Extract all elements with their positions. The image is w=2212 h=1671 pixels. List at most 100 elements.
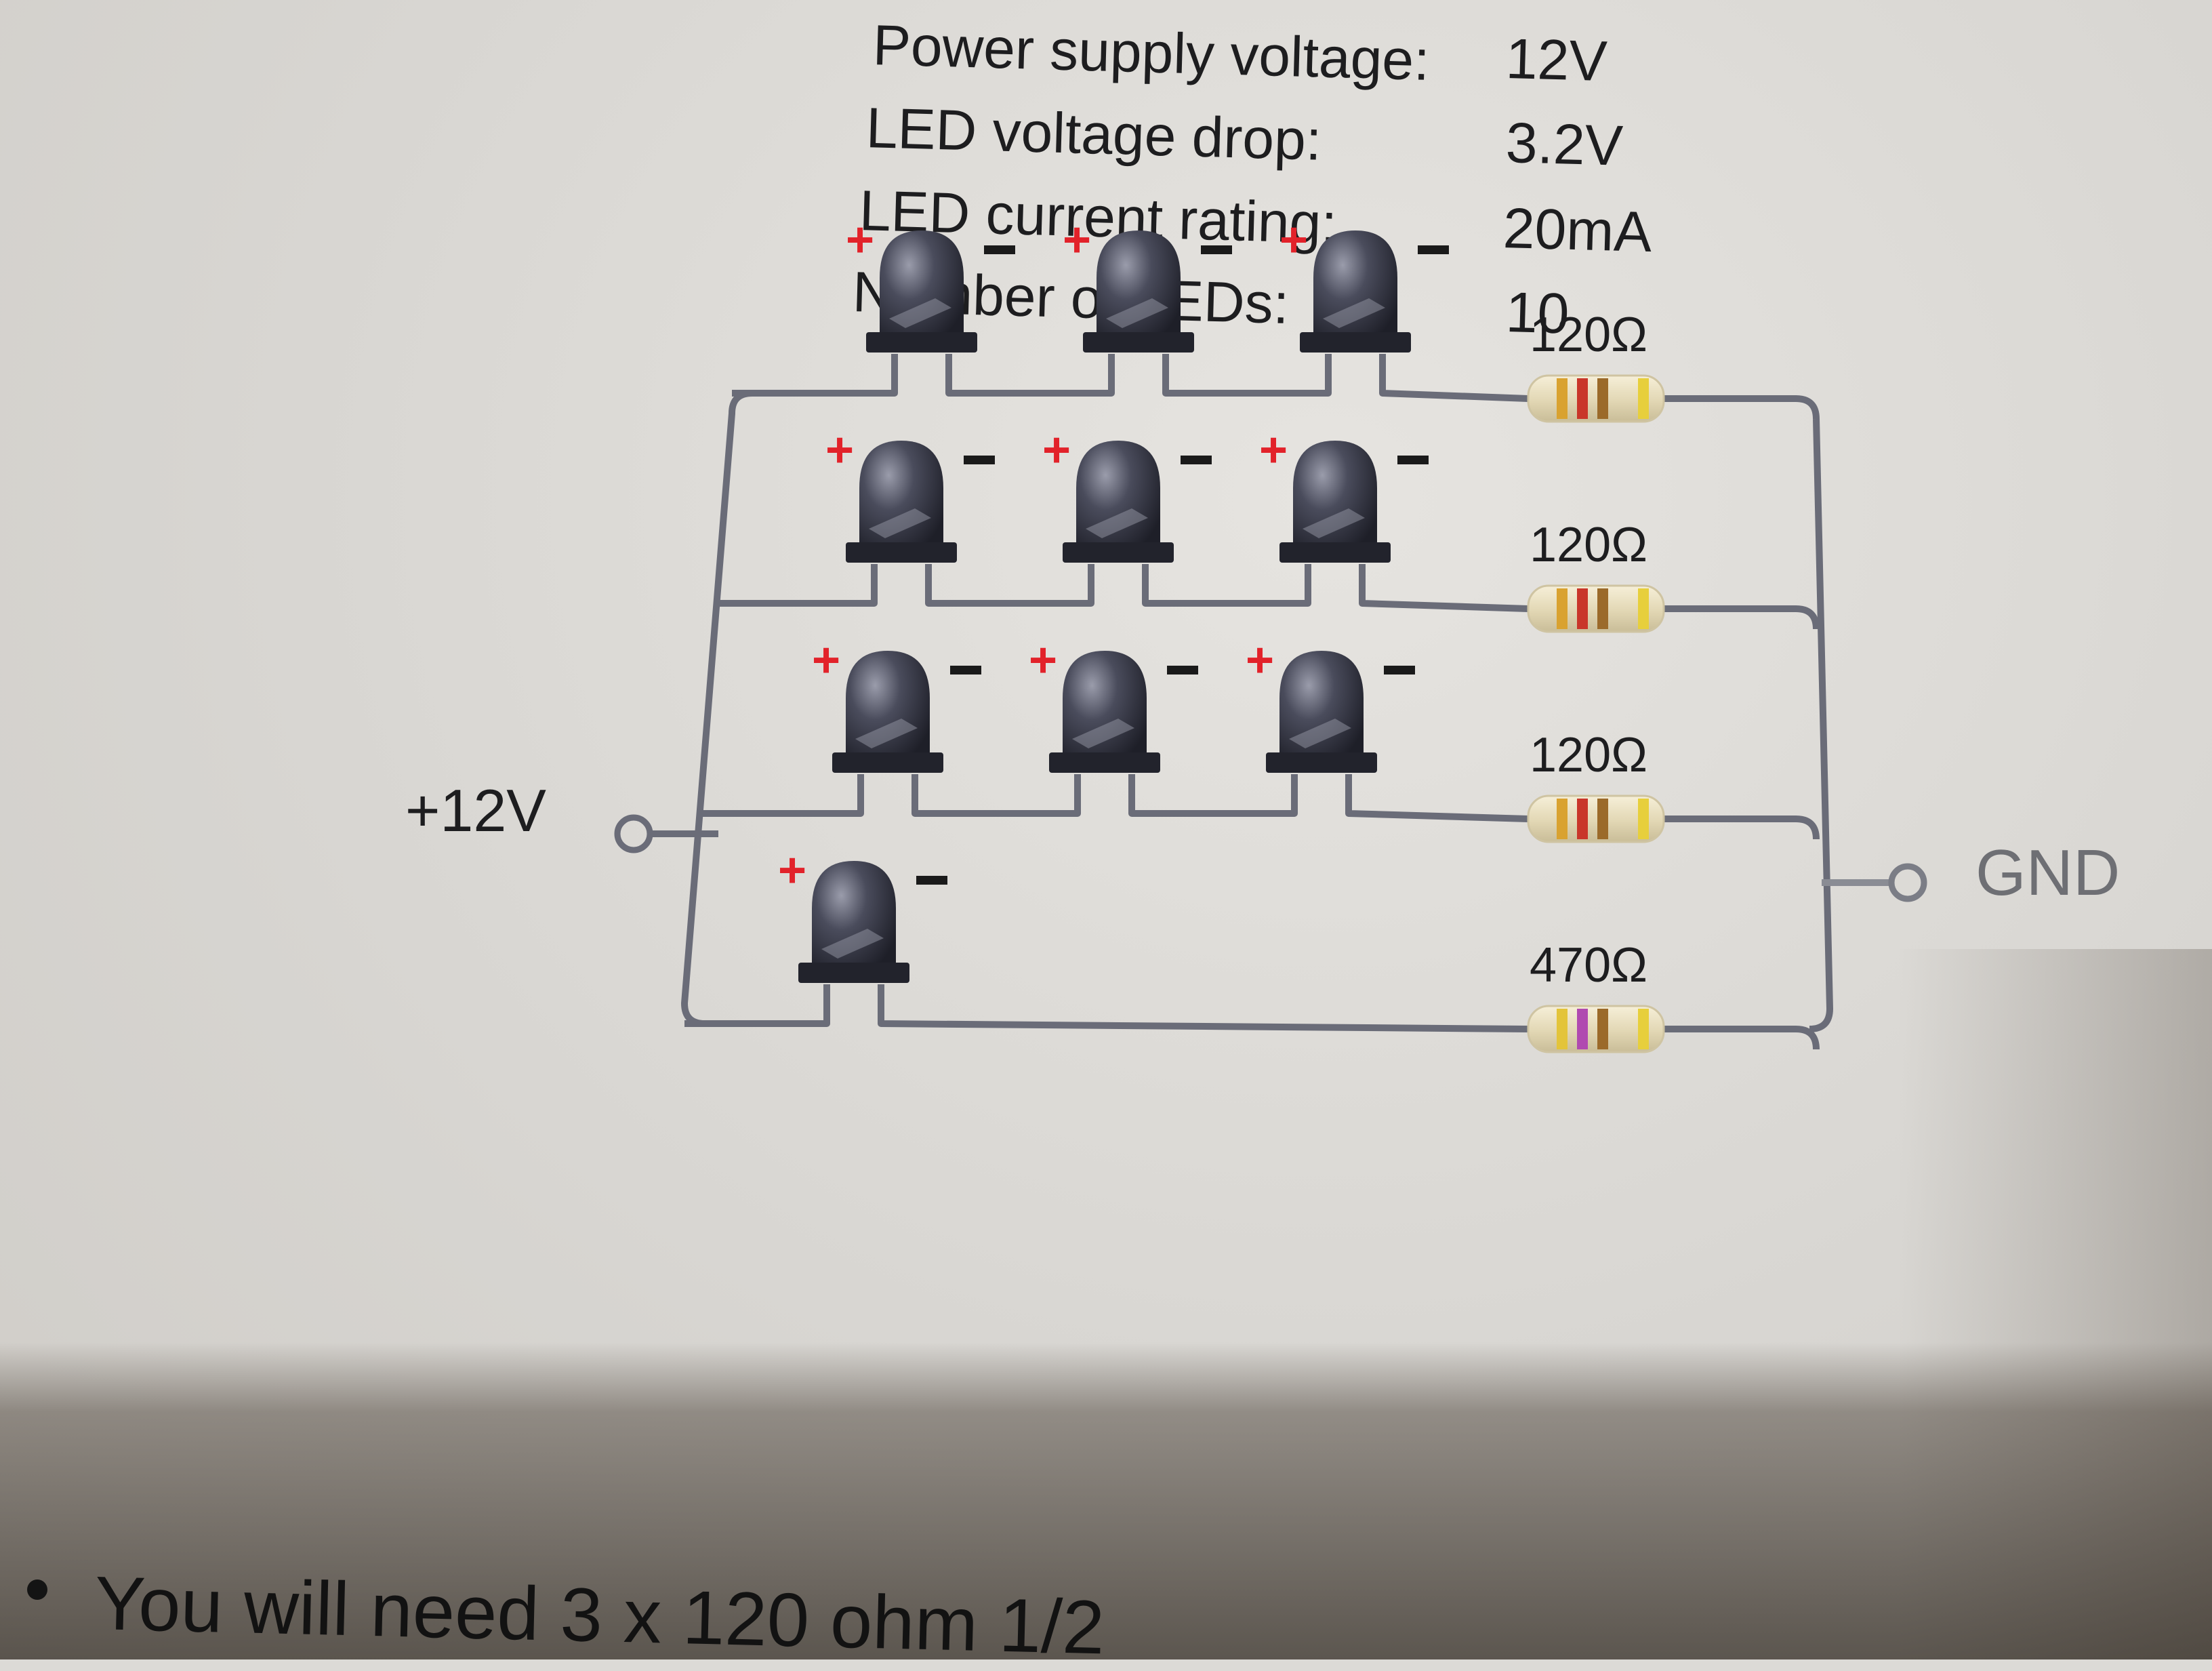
resistor-band bbox=[1577, 588, 1588, 629]
led-highlight bbox=[1106, 298, 1168, 328]
resistor-4: 470Ω bbox=[1527, 938, 1665, 1053]
resistor-band bbox=[1557, 588, 1568, 629]
led-minus-symbol bbox=[1167, 666, 1198, 675]
wire-network bbox=[650, 354, 1891, 1050]
led-highlight bbox=[1086, 508, 1148, 538]
row-wire-3 bbox=[701, 774, 1529, 822]
ground-terminal bbox=[1888, 863, 1927, 902]
resistor-1: 120Ω bbox=[1527, 308, 1665, 423]
led-flange bbox=[832, 752, 943, 773]
led-4-1: + bbox=[778, 843, 947, 983]
led-2-3: + bbox=[1259, 423, 1429, 563]
led-highlight bbox=[821, 929, 884, 959]
resistor-2: 120Ω bbox=[1527, 518, 1665, 633]
resistor-band bbox=[1638, 378, 1649, 419]
led-body-icon bbox=[1063, 651, 1147, 766]
led-body-icon bbox=[1076, 441, 1160, 556]
resistor-band bbox=[1577, 378, 1588, 419]
resistor-value-label: 120Ω bbox=[1530, 518, 1647, 572]
resistor-band bbox=[1557, 1009, 1568, 1049]
led-minus-symbol bbox=[916, 876, 947, 885]
resistor-band bbox=[1557, 378, 1568, 419]
led-plus-symbol: + bbox=[825, 423, 854, 477]
led-plus-symbol: + bbox=[1042, 423, 1071, 477]
led-flange bbox=[1083, 332, 1194, 353]
led-array: + + + + + + + + + + bbox=[778, 213, 1449, 983]
resistor-output-wire-1 bbox=[1664, 395, 1820, 420]
led-body-icon bbox=[1293, 441, 1377, 556]
led-flange bbox=[798, 963, 909, 983]
led-plus-symbol: + bbox=[812, 633, 840, 687]
resistor-output-wire-4 bbox=[1664, 1026, 1820, 1050]
led-highlight bbox=[1072, 719, 1134, 748]
led-plus-symbol: + bbox=[1063, 213, 1091, 267]
led-flange bbox=[1063, 542, 1174, 563]
led-2-2: + bbox=[1042, 423, 1212, 563]
resistor-band bbox=[1638, 588, 1649, 629]
led-plus-symbol: + bbox=[846, 213, 874, 267]
resistor-output-wire-2 bbox=[1664, 605, 1820, 630]
resistor-band bbox=[1638, 799, 1649, 839]
resistor-band bbox=[1638, 1009, 1649, 1049]
led-1-3: + bbox=[1279, 213, 1449, 353]
led-plus-symbol: + bbox=[778, 843, 806, 898]
led-highlight bbox=[855, 719, 918, 748]
led-body-icon bbox=[1313, 230, 1397, 346]
led-minus-symbol bbox=[1384, 666, 1415, 675]
resistor-band bbox=[1597, 588, 1608, 629]
led-minus-symbol bbox=[1181, 456, 1212, 464]
led-flange bbox=[1266, 752, 1377, 773]
led-1-1: + bbox=[846, 213, 1015, 353]
resistor-band bbox=[1597, 799, 1608, 839]
led-highlight bbox=[869, 508, 931, 538]
led-body-icon bbox=[812, 861, 896, 976]
led-plus-symbol: + bbox=[1246, 633, 1274, 687]
row-wire-1 bbox=[732, 354, 1529, 402]
terminal-group: +12V GND bbox=[405, 777, 2120, 909]
led-3-3: + bbox=[1246, 633, 1415, 773]
resistor-array: 120Ω 120Ω 120Ω 470Ω bbox=[1527, 308, 1665, 1053]
resistor-band bbox=[1597, 378, 1608, 419]
led-minus-symbol bbox=[1397, 456, 1429, 464]
resistor-band bbox=[1577, 1009, 1588, 1049]
led-body-icon bbox=[1279, 651, 1364, 766]
bullet-point-icon bbox=[27, 1579, 47, 1600]
led-flange bbox=[1279, 542, 1391, 563]
led-2-1: + bbox=[825, 423, 995, 563]
led-minus-symbol bbox=[1201, 245, 1232, 254]
led-body-icon bbox=[859, 441, 943, 556]
led-plus-symbol: + bbox=[1259, 423, 1288, 477]
led-flange bbox=[1300, 332, 1411, 353]
led-minus-symbol bbox=[984, 245, 1015, 254]
led-highlight bbox=[1289, 719, 1351, 748]
positive-rail-wire bbox=[680, 390, 753, 1027]
led-flange bbox=[866, 332, 977, 353]
ground-label: GND bbox=[1975, 837, 2120, 909]
led-highlight bbox=[1303, 508, 1365, 538]
resistor-3: 120Ω bbox=[1527, 728, 1665, 843]
resistor-value-label: 470Ω bbox=[1530, 938, 1647, 992]
led-flange bbox=[1049, 752, 1160, 773]
led-body-icon bbox=[1097, 230, 1181, 346]
resistor-value-label: 120Ω bbox=[1530, 308, 1647, 362]
led-minus-symbol bbox=[1418, 245, 1449, 254]
resistor-value-label: 120Ω bbox=[1530, 728, 1647, 782]
input-voltage-label: +12V bbox=[405, 777, 546, 844]
led-3-2: + bbox=[1029, 633, 1198, 773]
resistor-output-wire-3 bbox=[1664, 816, 1820, 840]
row-wire-4 bbox=[684, 984, 1529, 1032]
led-highlight bbox=[1323, 298, 1385, 328]
led-plus-symbol: + bbox=[1279, 213, 1308, 267]
resistor-band bbox=[1577, 799, 1588, 839]
resistor-band bbox=[1597, 1009, 1608, 1049]
led-minus-symbol bbox=[964, 456, 995, 464]
led-minus-symbol bbox=[950, 666, 981, 675]
row-wire-2 bbox=[718, 564, 1529, 612]
led-body-icon bbox=[880, 230, 964, 346]
led-highlight bbox=[889, 298, 951, 328]
input-terminal bbox=[614, 814, 653, 853]
ground-rail-wire bbox=[1809, 418, 1834, 1032]
led-1-2: + bbox=[1063, 213, 1232, 353]
resistor-band bbox=[1557, 799, 1568, 839]
led-plus-symbol: + bbox=[1029, 633, 1057, 687]
